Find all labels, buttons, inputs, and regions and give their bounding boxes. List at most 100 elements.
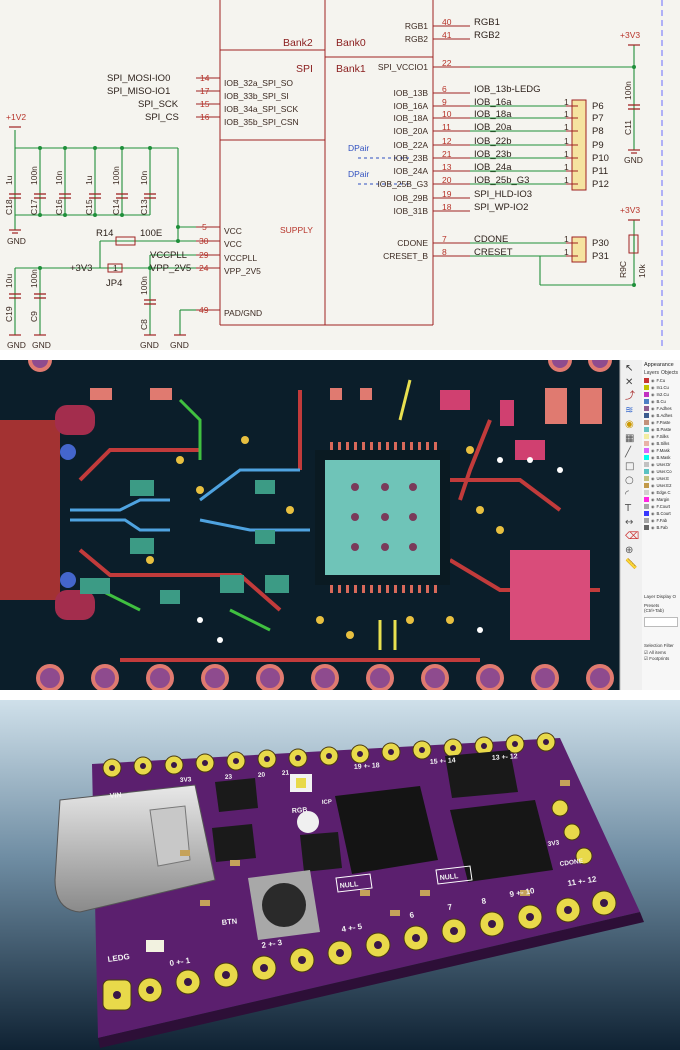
layer-color-swatch[interactable] bbox=[644, 504, 649, 509]
layer-color-swatch[interactable] bbox=[644, 378, 649, 383]
eye-icon[interactable]: ◉ bbox=[651, 476, 655, 481]
layer-display-options[interactable]: Layer Display O bbox=[644, 594, 677, 599]
delete-icon[interactable]: ⌫ bbox=[625, 531, 640, 542]
eye-icon[interactable]: ◉ bbox=[651, 497, 655, 502]
gnd-label-6: GND bbox=[170, 340, 189, 350]
layer-row-b-cu[interactable]: ◉B.Cu bbox=[644, 398, 678, 405]
close-icon[interactable]: ✕ bbox=[625, 377, 634, 388]
layer-row-f-fab[interactable]: ◉F.Fab bbox=[644, 517, 678, 524]
layer-row-b-fab[interactable]: ◉B.Fab bbox=[644, 524, 678, 531]
eye-icon[interactable]: ◉ bbox=[651, 490, 655, 495]
3d-board-canvas: VIN 3V3 23 20 21 19 +- 18 15 +- 14 13 +-… bbox=[0, 700, 680, 1050]
layer-row-f-paste[interactable]: ◉F.Paste bbox=[644, 419, 678, 426]
layer-color-swatch[interactable] bbox=[644, 511, 649, 516]
eye-icon[interactable]: ◉ bbox=[651, 525, 655, 530]
layer-color-swatch[interactable] bbox=[644, 525, 649, 530]
track-icon[interactable]: ⤴ bbox=[625, 391, 635, 402]
layer-color-swatch[interactable] bbox=[644, 448, 649, 453]
eye-icon[interactable]: ◉ bbox=[651, 392, 655, 397]
layer-row-user-co[interactable]: ◉User.Co bbox=[644, 468, 678, 475]
pcb-editor-view[interactable]: ↖ ✕ ⤴ ≋ ◉ ▦ ╱ □ ○ ◜ T ↔ ⌫ ⊕ 📏 Appearance… bbox=[0, 360, 680, 690]
3d-render-view[interactable]: VIN 3V3 23 20 21 19 +- 18 15 +- 14 13 +-… bbox=[0, 700, 680, 1050]
tab-objects[interactable]: Objects bbox=[661, 370, 678, 376]
layer-color-swatch[interactable] bbox=[644, 434, 649, 439]
layer-row-f-court[interactable]: ◉F.Court bbox=[644, 503, 678, 510]
layer-color-swatch[interactable] bbox=[644, 469, 649, 474]
schematic-view[interactable]: Bank2 Bank0 SPI Bank1 SUPPLY SPI_MOSI-IO… bbox=[0, 0, 680, 350]
eye-icon[interactable]: ◉ bbox=[651, 406, 655, 411]
layer-row-b-court[interactable]: ◉B.Court bbox=[644, 510, 678, 517]
layer-row-edge-c[interactable]: ◉Edge.C bbox=[644, 489, 678, 496]
layer-row-margin[interactable]: ◉Margin bbox=[644, 496, 678, 503]
arc-icon[interactable]: ◜ bbox=[625, 489, 629, 500]
layer-row-f-silks[interactable]: ◉F.Silks bbox=[644, 433, 678, 440]
select-icon[interactable]: ↖ bbox=[625, 363, 634, 374]
via-icon[interactable]: ◉ bbox=[625, 419, 634, 430]
eye-icon[interactable]: ◉ bbox=[651, 455, 655, 460]
eye-icon[interactable]: ◉ bbox=[651, 469, 655, 474]
eye-icon[interactable]: ◉ bbox=[651, 385, 655, 390]
layer-color-swatch[interactable] bbox=[644, 462, 649, 467]
layer-row-f-mask[interactable]: ◉F.Mask bbox=[644, 447, 678, 454]
layer-color-swatch[interactable] bbox=[644, 392, 649, 397]
conn-p10: P10 bbox=[592, 153, 609, 164]
eye-icon[interactable]: ◉ bbox=[651, 448, 655, 453]
eye-icon[interactable]: ◉ bbox=[651, 462, 655, 467]
filter-all-items[interactable]: ☑ All items bbox=[644, 650, 667, 655]
tab-layers[interactable]: Layers bbox=[644, 370, 660, 376]
layer-color-swatch[interactable] bbox=[644, 399, 649, 404]
layer-color-swatch[interactable] bbox=[644, 441, 649, 446]
origin-icon[interactable]: ⊕ bbox=[625, 545, 634, 556]
net-right-0: RGB1 bbox=[474, 17, 500, 28]
eye-icon[interactable]: ◉ bbox=[651, 483, 655, 488]
layer-row-f-adhes[interactable]: ◉F.Adhes bbox=[644, 405, 678, 412]
eye-icon[interactable]: ◉ bbox=[651, 504, 655, 509]
layer-row-b-mask[interactable]: ◉B.Mask bbox=[644, 454, 678, 461]
layer-color-swatch[interactable] bbox=[644, 476, 649, 481]
eye-icon[interactable]: ◉ bbox=[651, 511, 655, 516]
presets-select[interactable] bbox=[644, 617, 678, 627]
rect-icon[interactable]: □ bbox=[625, 461, 635, 472]
layer-row-b-adhes[interactable]: ◉B.Adhes bbox=[644, 412, 678, 419]
filter-footprints[interactable]: ☑ Footprints bbox=[644, 656, 670, 661]
eye-icon[interactable]: ◉ bbox=[651, 441, 655, 446]
text-icon[interactable]: T bbox=[625, 503, 632, 514]
measure-icon[interactable]: 📏 bbox=[625, 559, 638, 570]
line-icon[interactable]: ╱ bbox=[625, 447, 632, 458]
layer-row-b-silks[interactable]: ◉B.Silks bbox=[644, 440, 678, 447]
layer-color-swatch[interactable] bbox=[644, 406, 649, 411]
layer-color-swatch[interactable] bbox=[644, 518, 649, 523]
eye-icon[interactable]: ◉ bbox=[651, 434, 655, 439]
layer-row-in2-cu[interactable]: ◉In2.Cu bbox=[644, 391, 678, 398]
eye-icon[interactable]: ◉ bbox=[651, 413, 655, 418]
layer-row-user-dr[interactable]: ◉User.Dr bbox=[644, 461, 678, 468]
layer-color-swatch[interactable] bbox=[644, 483, 649, 488]
eye-icon[interactable]: ◉ bbox=[651, 420, 655, 425]
layer-color-swatch[interactable] bbox=[644, 385, 649, 390]
layer-color-swatch[interactable] bbox=[644, 497, 649, 502]
pin-right-3: IOB_13B bbox=[394, 88, 429, 98]
eye-icon[interactable]: ◉ bbox=[651, 518, 655, 523]
diffpair-icon[interactable]: ≋ bbox=[625, 405, 634, 416]
pcb-canvas[interactable] bbox=[0, 360, 680, 690]
silk-4-5: 4 +- 5 bbox=[341, 922, 363, 934]
layer-color-swatch[interactable] bbox=[644, 413, 649, 418]
zone-icon[interactable]: ▦ bbox=[625, 433, 635, 444]
layer-color-swatch[interactable] bbox=[644, 427, 649, 432]
layer-name: B.Fab bbox=[656, 525, 668, 530]
layer-color-swatch[interactable] bbox=[644, 455, 649, 460]
layer-row-in1-cu[interactable]: ◉In1.Cu bbox=[644, 384, 678, 391]
circle-icon[interactable]: ○ bbox=[625, 475, 634, 486]
dimension-icon[interactable]: ↔ bbox=[625, 517, 634, 528]
pin-right-12: IOB_31B bbox=[394, 206, 429, 216]
layer-color-swatch[interactable] bbox=[644, 490, 649, 495]
layer-row-user-e[interactable]: ◉User.E bbox=[644, 475, 678, 482]
layer-row-b-paste[interactable]: ◉B.Paste bbox=[644, 426, 678, 433]
eye-icon[interactable]: ◉ bbox=[651, 427, 655, 432]
layer-color-swatch[interactable] bbox=[644, 420, 649, 425]
eye-icon[interactable]: ◉ bbox=[651, 399, 655, 404]
layer-row-f-cu[interactable]: ◉F.Cu bbox=[644, 377, 678, 384]
layer-row-user-e2[interactable]: ◉User.E2 bbox=[644, 482, 678, 489]
pin-right-14: CRESET_B bbox=[383, 251, 428, 261]
eye-icon[interactable]: ◉ bbox=[651, 378, 655, 383]
